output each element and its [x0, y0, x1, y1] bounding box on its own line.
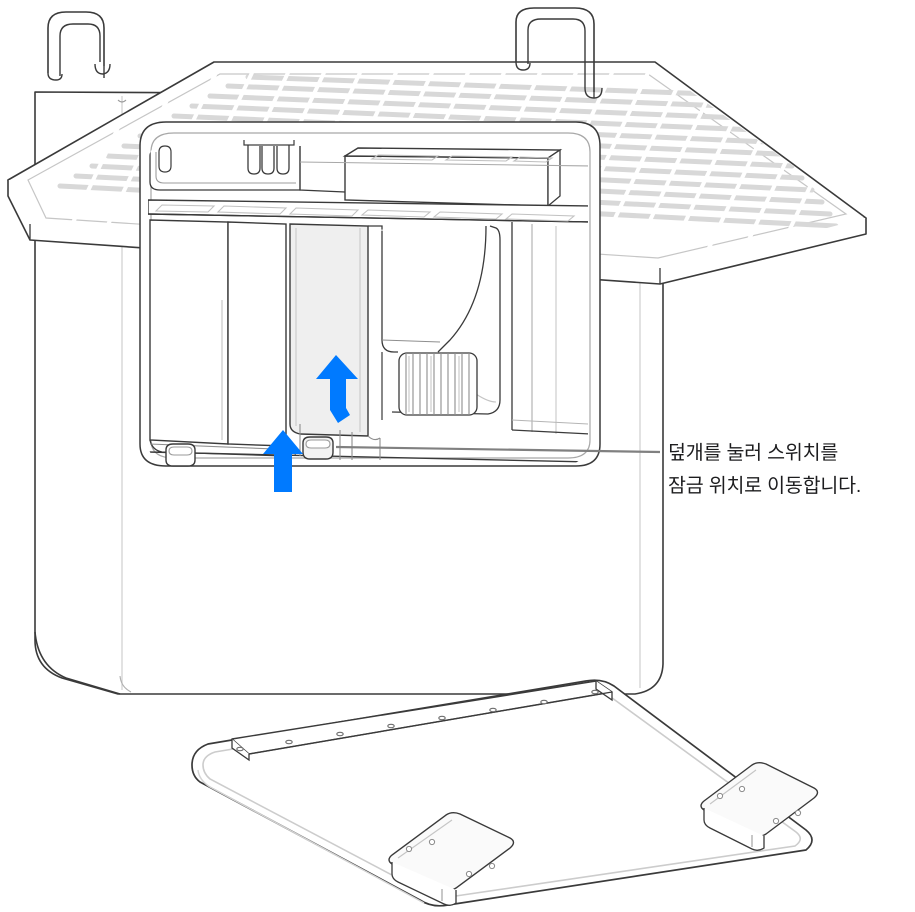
callout-leader-line — [335, 445, 661, 454]
callout-instruction-text: 덮개를 눌러 스위치를 잠금 위치로 이동합니다. — [668, 442, 862, 497]
handle-right — [515, 7, 603, 99]
fan-vent — [398, 352, 478, 416]
lock-switch[interactable] — [302, 436, 334, 460]
latch-button-left[interactable] — [165, 443, 196, 467]
arrow-switch-lock — [263, 430, 303, 492]
handle-left — [47, 11, 111, 81]
arrow-push-cover — [316, 355, 358, 423]
cover-panel-highlight — [289, 223, 369, 437]
cover-vent-strip — [231, 680, 613, 762]
pcie-bay-2 — [227, 221, 287, 447]
side-cover-panel — [191, 679, 819, 907]
cover-latch-block-left — [388, 812, 515, 906]
pcie-bay-1 — [149, 219, 229, 445]
cover-latch-block-right — [700, 762, 819, 851]
interior-opening — [139, 121, 601, 467]
